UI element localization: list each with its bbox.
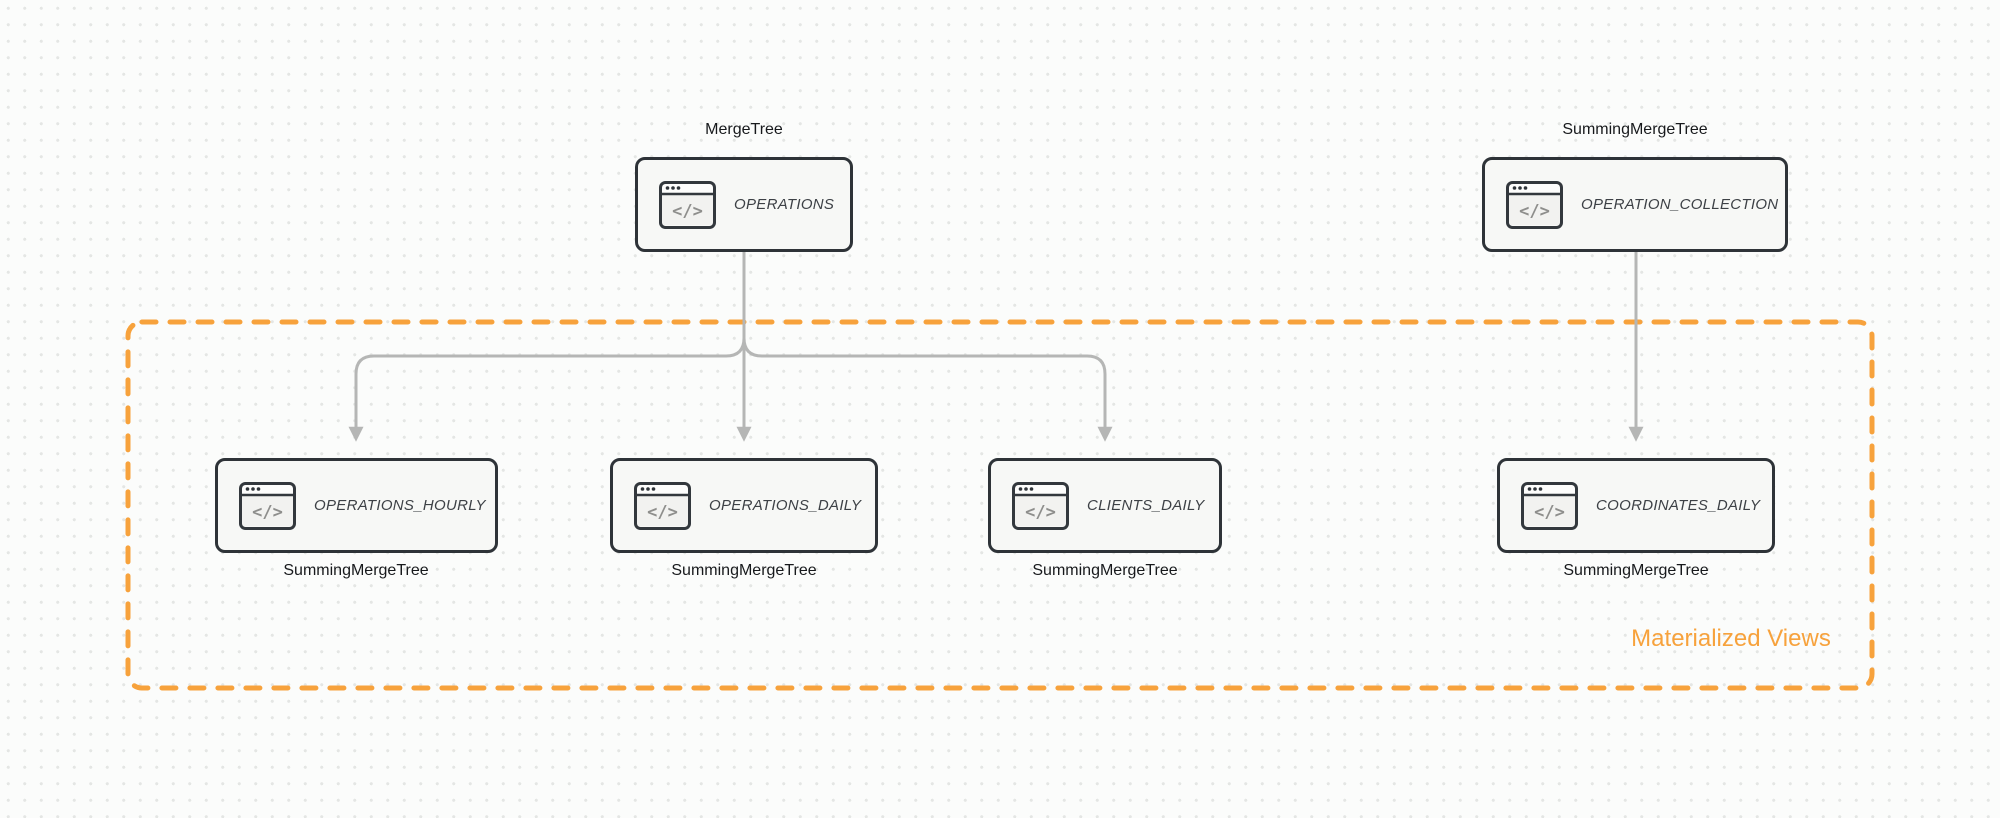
svg-text:</>: </> <box>1519 201 1550 221</box>
edge-operations-to-clients-daily <box>742 252 1113 442</box>
table-node-operations[interactable]: </> OPERATIONS <box>635 157 853 252</box>
engine-label-coordinates-daily: SummingMergeTree <box>1563 562 1709 579</box>
table-name: CLIENTS_DAILY <box>1087 497 1205 514</box>
table-node-operation-collection[interactable]: </> OPERATION_COLLECTION <box>1482 157 1788 252</box>
table-node-operations-daily[interactable]: </> OPERATIONS_DAILY <box>610 458 878 553</box>
code-window-icon: </> <box>1506 180 1563 229</box>
code-window-icon: </> <box>239 481 296 530</box>
svg-text:</>: </> <box>1534 502 1565 522</box>
engine-label-operations-hourly: SummingMergeTree <box>283 562 429 579</box>
engine-label-operations: MergeTree <box>705 121 783 138</box>
engine-label-operation-collection: SummingMergeTree <box>1562 121 1708 138</box>
table-name: OPERATIONS_DAILY <box>709 497 862 514</box>
materialized-views-group-label: Materialized Views <box>1631 625 1831 652</box>
table-node-clients-daily[interactable]: </> CLIENTS_DAILY <box>988 458 1222 553</box>
code-window-icon: </> <box>634 481 691 530</box>
code-window-icon: </> <box>659 180 716 229</box>
svg-text:</>: </> <box>647 502 678 522</box>
table-node-operations-hourly[interactable]: </> OPERATIONS_HOURLY <box>215 458 498 553</box>
svg-text:</>: </> <box>1025 502 1056 522</box>
table-name: COORDINATES_DAILY <box>1596 497 1761 514</box>
engine-label-operations-daily: SummingMergeTree <box>671 562 817 579</box>
table-name: OPERATIONS_HOURLY <box>314 497 486 514</box>
engine-label-clients-daily: SummingMergeTree <box>1032 562 1178 579</box>
svg-text:</>: </> <box>252 502 283 522</box>
table-node-coordinates-daily[interactable]: </> COORDINATES_DAILY <box>1497 458 1775 553</box>
table-name: OPERATIONS <box>734 196 835 213</box>
edge-operations-to-operations-hourly <box>348 252 746 442</box>
table-name: OPERATION_COLLECTION <box>1581 196 1779 213</box>
code-window-icon: </> <box>1012 481 1069 530</box>
svg-text:</>: </> <box>672 201 703 221</box>
code-window-icon: </> <box>1521 481 1578 530</box>
